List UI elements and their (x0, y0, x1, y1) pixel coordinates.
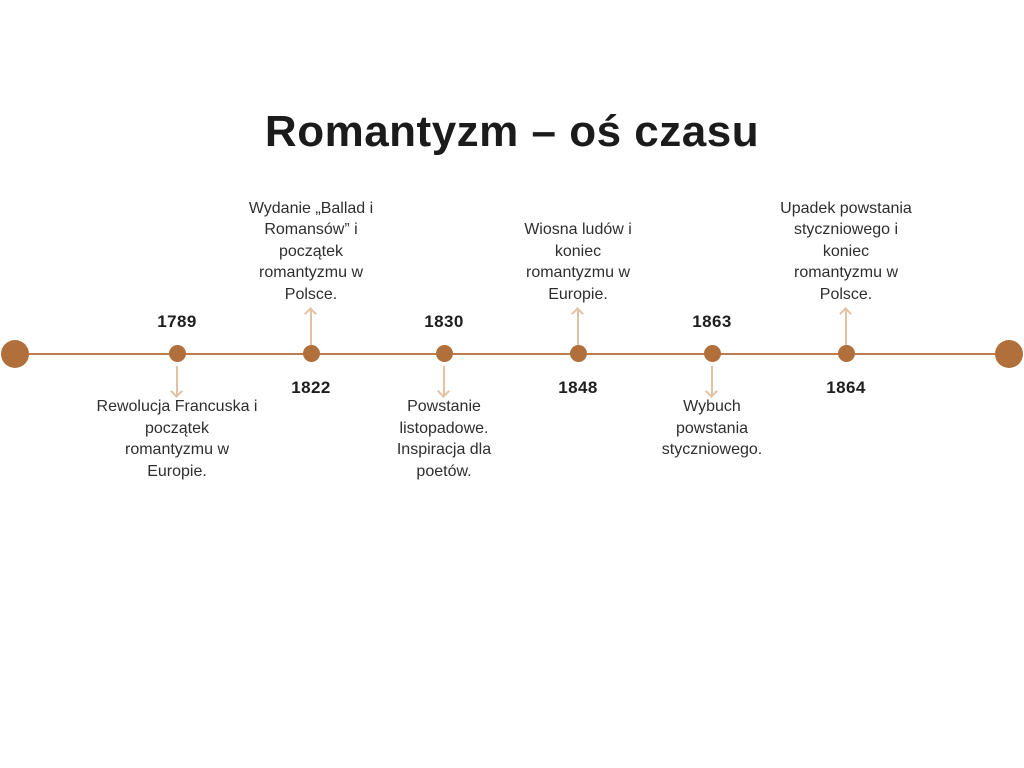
year-label: 1822 (291, 378, 331, 397)
timeline-start-dot (1, 340, 29, 368)
year-label: 1864 (826, 378, 866, 397)
timeline-event-1830: 1830 Powstanie listopadowe. Inspiracja d… (344, 0, 544, 768)
page-title: Romantyzm – oś czasu (264, 107, 760, 157)
year-label: 1830 (424, 312, 464, 331)
event-dot (570, 345, 587, 362)
event-description: Upadek powstania styczniowego i koniec r… (780, 199, 912, 303)
timeline-event-1789: 1789 Rewolucja Francuska i początek roma… (77, 0, 277, 768)
timeline-event-1864: Upadek powstania styczniowego i koniec r… (746, 0, 946, 768)
year-label: 1863 (692, 312, 732, 331)
timeline-end-dot (995, 340, 1023, 368)
event-description: Wybuch powstania styczniowego. (661, 398, 763, 458)
event-dot (303, 345, 320, 362)
event-dot (704, 345, 721, 362)
event-dot (436, 345, 453, 362)
timeline-event-1848: Wiosna ludów i koniec romantyzmu w Europ… (478, 0, 678, 768)
event-description: Powstanie listopadowe. Inspiracja dla po… (396, 398, 492, 480)
year-label: 1848 (558, 378, 598, 397)
timeline-event-1822: Wydanie „Ballad i Romansów” i początek r… (211, 0, 411, 768)
event-description: Wiosna ludów i koniec romantyzmu w Europ… (524, 221, 632, 303)
event-dot (838, 345, 855, 362)
event-dot (169, 345, 186, 362)
event-description: Rewolucja Francuska i początek romantyzm… (96, 398, 258, 480)
event-description: Wydanie „Ballad i Romansów” i początek r… (248, 199, 374, 303)
timeline-axis-line (14, 353, 1010, 355)
timeline-event-1863: 1863 Wybuch powstania styczniowego. (612, 0, 812, 768)
year-label: 1789 (157, 312, 197, 331)
